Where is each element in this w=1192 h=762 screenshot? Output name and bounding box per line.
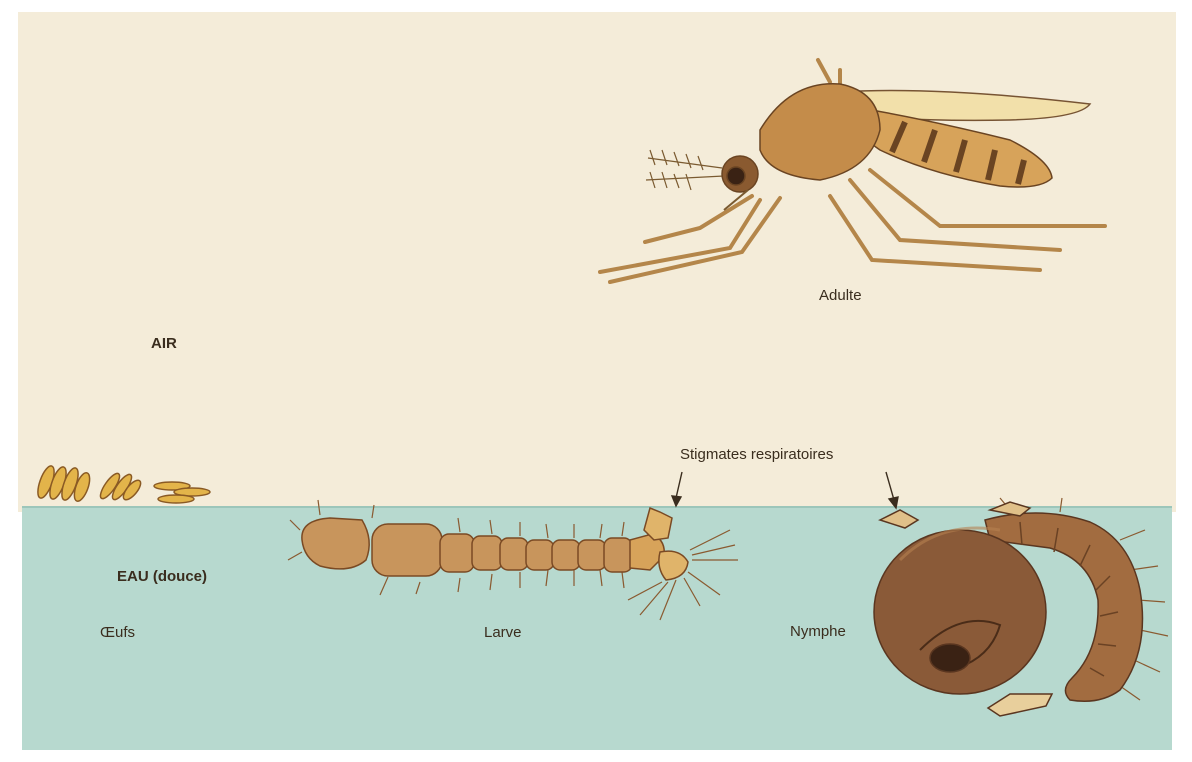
air-label: AIR (151, 335, 177, 352)
stigmates-label: Stigmates respiratoires (680, 446, 833, 463)
pupa-label: Nymphe (790, 623, 846, 640)
air-zone (18, 12, 1176, 512)
water-label: EAU (douce) (117, 568, 207, 585)
adult-label: Adulte (819, 287, 862, 304)
eggs-label: Œufs (100, 624, 135, 641)
larva-label: Larve (484, 624, 522, 641)
